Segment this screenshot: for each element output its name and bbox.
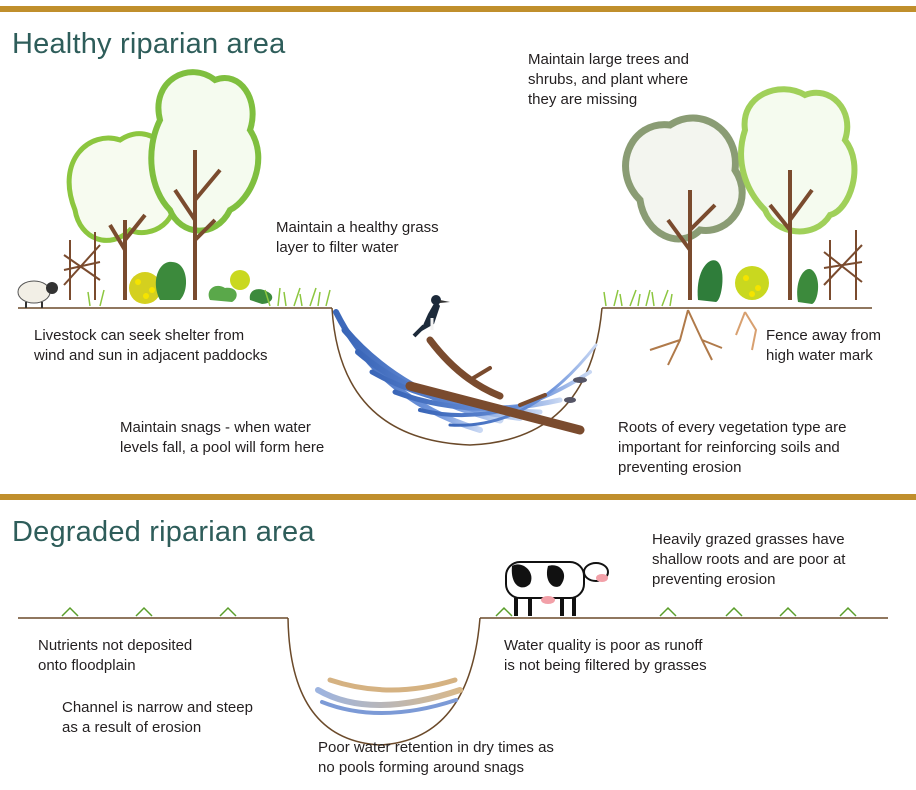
fish-icon (564, 377, 587, 403)
bird-icon (414, 295, 450, 336)
label-roots: Roots of every vegetation type are impor… (618, 418, 846, 478)
right-trees (604, 89, 862, 365)
label-grass-layer: Maintain a healthy grass layer to filter… (276, 218, 439, 258)
left-trees (64, 72, 330, 306)
grazed-grass (62, 608, 856, 616)
label-nutrients: Nutrients not deposited onto floodplain (38, 636, 192, 676)
label-grazed-grasses: Heavily grazed grasses have shallow root… (652, 530, 845, 590)
label-maintain-trees: Maintain large trees and shrubs, and pla… (528, 50, 689, 110)
label-livestock-shelter: Livestock can seek shelter from wind and… (34, 326, 268, 366)
degraded-water (318, 680, 460, 713)
cow-icon (506, 562, 608, 616)
label-snags: Maintain snags - when water levels fall,… (120, 418, 324, 458)
label-channel-narrow: Channel is narrow and steep as a result … (62, 698, 253, 738)
label-water-quality: Water quality is poor as runoff is not b… (504, 636, 707, 676)
label-water-retention: Poor water retention in dry times as no … (318, 738, 554, 778)
sheep-icon (18, 281, 58, 308)
label-fence: Fence away from high water mark (766, 326, 881, 366)
